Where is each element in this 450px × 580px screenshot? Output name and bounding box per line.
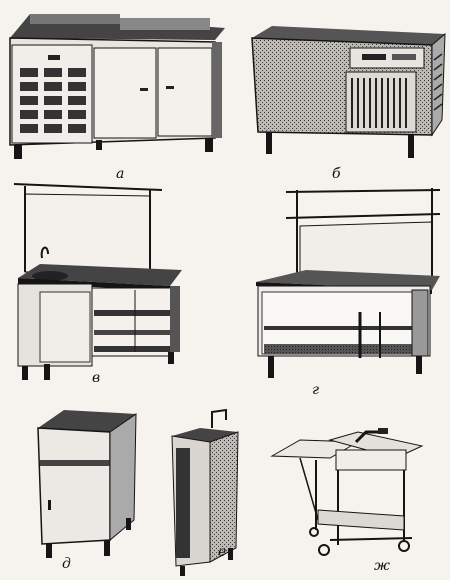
small-cabinet-d xyxy=(37,410,137,558)
caption-d: д xyxy=(62,556,71,572)
caption-a: а xyxy=(116,166,125,182)
refrigerated-counter-a xyxy=(9,14,225,159)
caption-zh: ж xyxy=(374,558,390,574)
caption-g: г xyxy=(312,382,320,398)
mobile-sink-cart-zh xyxy=(270,428,424,556)
caption-e: е xyxy=(218,544,227,560)
sink-counter-v xyxy=(13,183,182,380)
caption-b: б xyxy=(332,166,341,182)
shelved-counter-g xyxy=(256,188,441,378)
caption-v: в xyxy=(92,370,101,386)
wash-unit-e xyxy=(171,408,239,576)
refrigerated-cabinet-b xyxy=(251,26,446,158)
